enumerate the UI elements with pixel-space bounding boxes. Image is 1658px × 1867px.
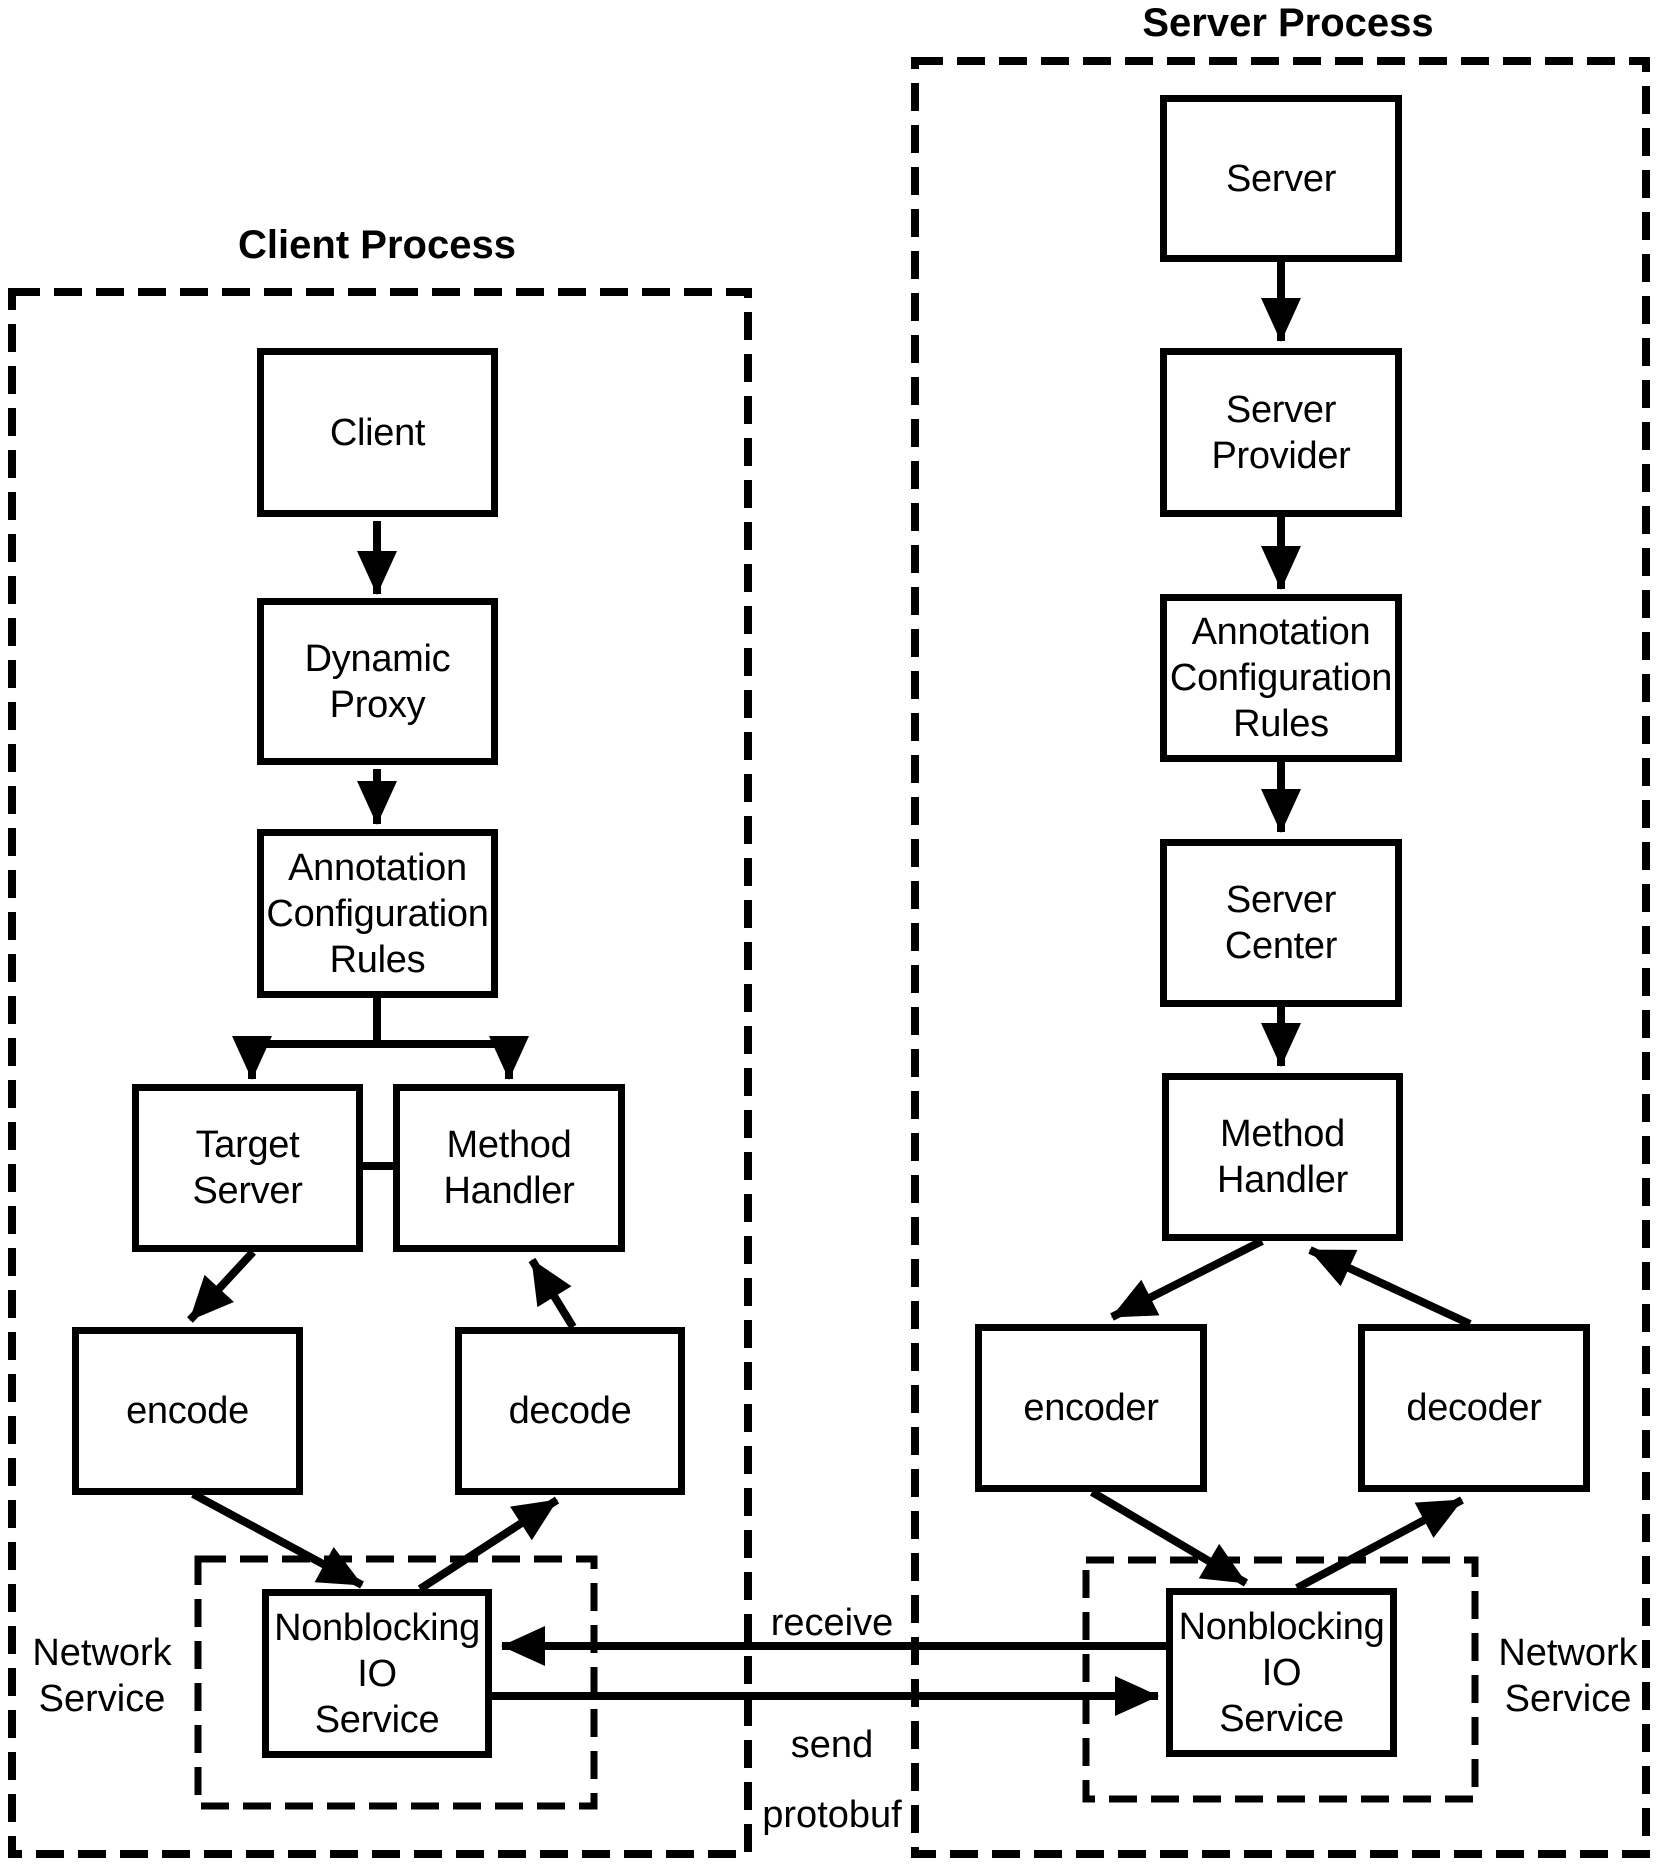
node-encode: encode <box>72 1327 303 1495</box>
node-decode: decode <box>455 1327 685 1495</box>
client-process-title: Client Process <box>238 223 516 267</box>
client-process-boundary <box>8 288 752 1858</box>
arrow-target-server-to-encode <box>187 1249 256 1323</box>
node-server: Server <box>1160 95 1402 262</box>
node-decoder: decoder <box>1358 1324 1590 1492</box>
node-nonblocking-io-service-server: Nonblocking IO Service <box>1166 1588 1397 1757</box>
network-service-label-client: Network Service <box>32 1632 172 1720</box>
branch-rules-split <box>252 998 509 1048</box>
node-dynamic-proxy: Dynamic Proxy <box>257 598 498 765</box>
node-target-server: Target Server <box>132 1084 363 1252</box>
node-annotation-configuration-rules-server: Annotation Configuration Rules <box>1160 594 1402 762</box>
arrow-nio-client-to-decode <box>417 1496 560 1593</box>
node-annotation-configuration-rules-client: Annotation Configuration Rules <box>257 829 498 998</box>
receive-label: receive <box>770 1602 894 1644</box>
node-nonblocking-io-service-client: Nonblocking IO Service <box>262 1589 492 1758</box>
network-service-boundary-client <box>194 1555 598 1810</box>
node-encoder: encoder <box>975 1324 1207 1492</box>
arrow-decoder-to-method-handler <box>1308 1246 1472 1328</box>
network-service-label-server: Network Service <box>1498 1632 1638 1720</box>
node-method-handler-client: Method Handler <box>393 1084 625 1252</box>
send-label: send <box>790 1724 874 1766</box>
arrow-encoder-to-nio-server <box>1089 1488 1249 1587</box>
arrow-method-handler-to-encoder <box>1110 1237 1264 1321</box>
arrow-nio-server-to-decoder <box>1295 1496 1464 1592</box>
node-method-handler-server: Method Handler <box>1162 1073 1403 1241</box>
network-service-boundary-server <box>1082 1556 1479 1803</box>
node-server-provider: Server Provider <box>1160 348 1402 517</box>
arrow-encode-to-nio-client <box>191 1490 364 1589</box>
server-process-title: Server Process <box>1142 1 1434 45</box>
protobuf-label: protobuf <box>762 1794 902 1836</box>
node-client: Client <box>257 348 498 517</box>
arrow-decode-to-method-handler <box>528 1257 577 1330</box>
node-server-center: Server Center <box>1160 839 1402 1007</box>
